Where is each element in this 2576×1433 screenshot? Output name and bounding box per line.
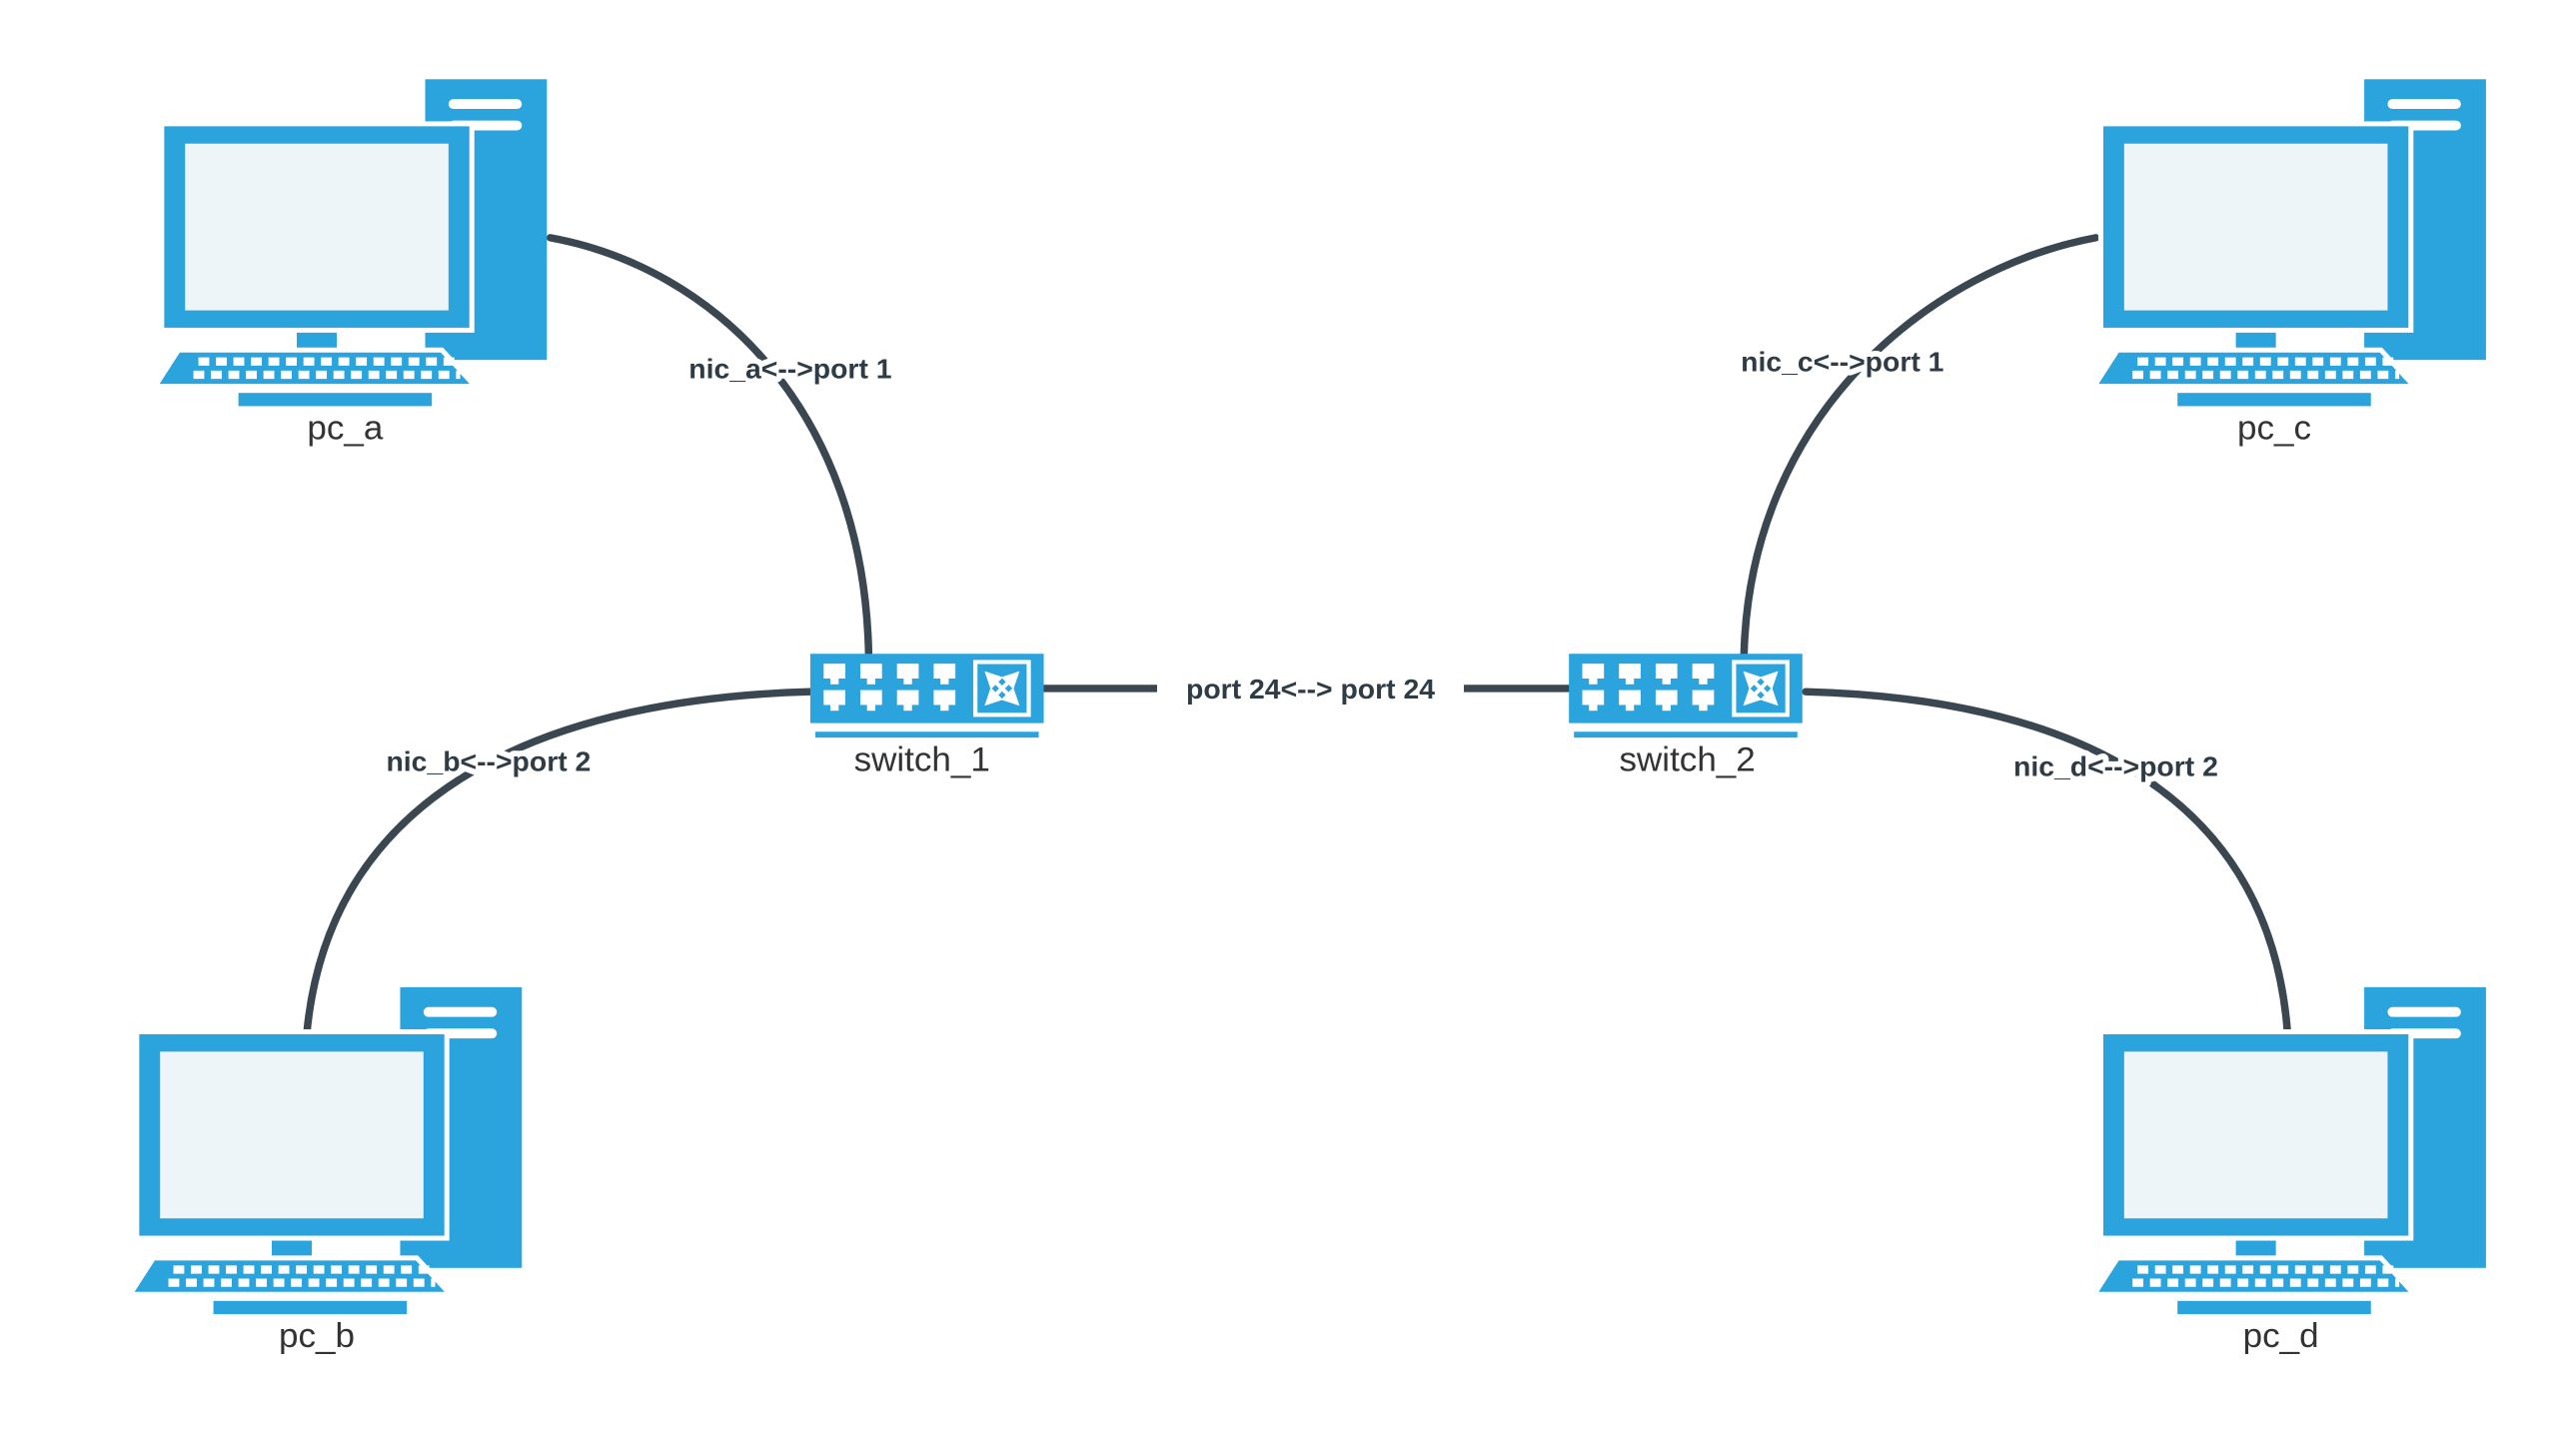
edge-label-pc-a-switch-1: nic_a<-->port 1 xyxy=(688,352,891,384)
node-switch-2[interactable]: switch_2 xyxy=(1569,654,1803,778)
node-switch-1[interactable]: switch_1 xyxy=(810,654,1044,778)
node-pc-c[interactable]: pc_c xyxy=(2094,79,2486,447)
node-label-pc-c: pc_c xyxy=(2237,409,2311,448)
switch-icon xyxy=(810,654,1044,734)
edge-pc-a-switch-1[interactable] xyxy=(546,234,873,658)
edge-label-switch-1-switch-2: port 24<--> port 24 xyxy=(1186,673,1435,705)
node-pc-b[interactable]: pc_b xyxy=(130,987,522,1355)
edge-label-pc-c-switch-2: nic_c<-->port 1 xyxy=(1741,346,1943,378)
edge-pc-b-switch-1[interactable] xyxy=(303,688,814,1037)
edge-pc-c-switch-2[interactable] xyxy=(1740,234,2100,658)
node-label-switch-2: switch_2 xyxy=(1619,740,1755,779)
node-pc-a[interactable]: pc_a xyxy=(155,79,547,447)
edge-label-background xyxy=(1157,665,1465,711)
pc-icon xyxy=(2094,987,2486,1314)
node-label-switch-1: switch_1 xyxy=(854,740,990,779)
node-pc-d[interactable]: pc_d xyxy=(2094,987,2486,1355)
pc-icon xyxy=(2094,79,2486,406)
edge-label-layer: nic_a<-->port 1 nic_b<-->port 2 nic_c<--… xyxy=(381,340,2224,787)
node-label-pc-d: pc_d xyxy=(2243,1316,2319,1355)
edge-layer xyxy=(303,234,2292,1037)
node-label-pc-b: pc_b xyxy=(279,1316,355,1355)
edge-pc-d-switch-2[interactable] xyxy=(1802,688,2292,1037)
edge-label-pc-d-switch-2: nic_d<-->port 2 xyxy=(2013,750,2218,782)
edge-label-pc-b-switch-1: nic_b<-->port 2 xyxy=(386,745,591,777)
node-label-pc-a: pc_a xyxy=(307,409,384,448)
switch-icon xyxy=(1569,654,1803,734)
pc-icon xyxy=(130,987,522,1314)
pc-icon xyxy=(155,79,547,406)
